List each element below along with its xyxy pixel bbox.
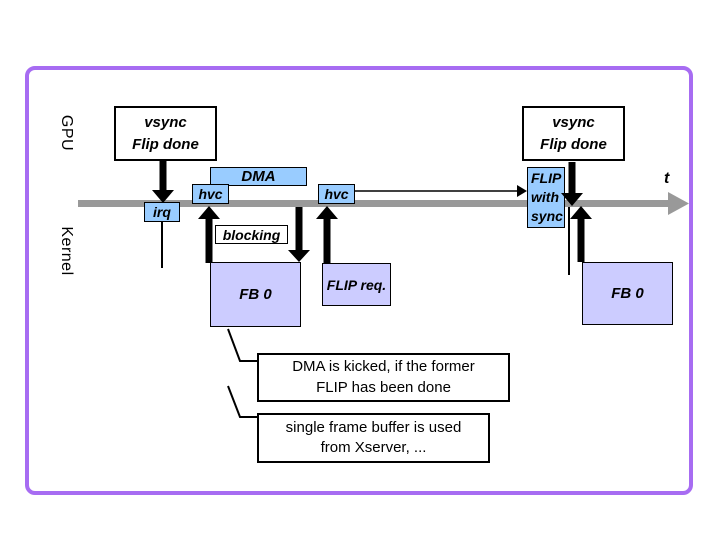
dma-note-callout: DMA is kicked, if the former FLIP has be… [257,353,510,402]
irq-box: irq [144,202,180,222]
time-axis-label: t [664,170,670,187]
gpu-lane-label: GPU [58,114,75,152]
vsync-flip-done-box-left: vsync Flip done [114,106,217,161]
dma-note-line1: DMA is kicked, if the former [292,358,475,376]
flip-with-sync-box: FLIP with sync [527,167,565,228]
dma-note-line2: FLIP has been done [316,378,451,396]
vsync-line1: vsync [144,113,187,131]
fb-note-callout: single frame buffer is used from Xserver… [257,413,490,463]
flip-with-sync-line3: sync [531,208,563,225]
fb-note-line1: single frame buffer is used [285,418,462,436]
vsync-line1: vsync [552,113,595,131]
vsync-flip-done-box-right: vsync Flip done [522,106,625,161]
fb-note-line2: from Xserver, ... [320,439,427,456]
kernel-lane-label: Kernel [58,226,75,276]
fb0-box-left: FB 0 [210,262,301,327]
vsync-line2: Flip done [132,135,199,153]
dma-box: DMA [210,167,307,186]
hvc-box-right: hvc [318,184,355,204]
vsync-line2: Flip done [540,135,607,153]
blocking-box: blocking [215,225,288,244]
fb0-box-right: FB 0 [582,262,673,325]
flip-with-sync-line1: FLIP [531,169,562,186]
hvc-box-left: hvc [192,184,229,204]
flip-with-sync-line2: with [531,188,559,205]
flip-req-box: FLIP req. [322,263,391,306]
